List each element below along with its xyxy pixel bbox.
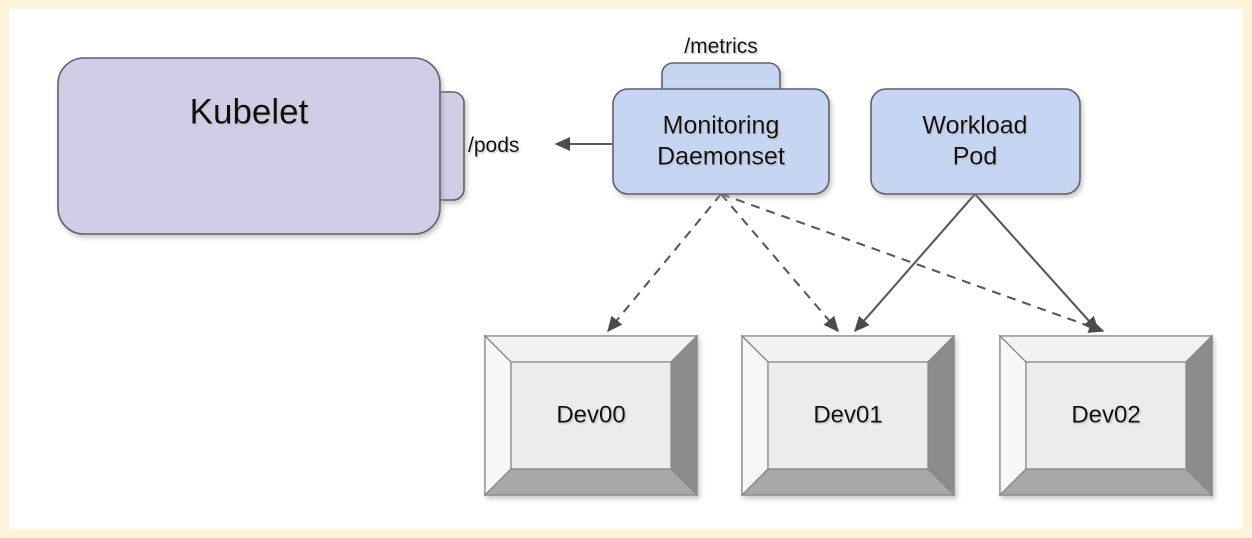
dev00-face — [510, 361, 672, 470]
dev00-bevel-left — [484, 334, 512, 497]
device-dev00[interactable]: Dev00 — [483, 334, 699, 497]
dev02-bevel-left — [999, 334, 1027, 497]
edge-monitoring-to-dev01 — [720, 193, 839, 333]
dev02-face — [1025, 361, 1187, 470]
workload-pod-label-line1: Workload — [922, 112, 1027, 140]
dev01-label: Dev01 — [813, 401, 882, 428]
dev00-label: Dev00 — [556, 401, 625, 428]
monitoring-daemonset-box[interactable] — [612, 88, 830, 195]
kubelet-box[interactable] — [57, 57, 441, 235]
dev01-bevel-left — [741, 334, 769, 497]
monitoring-daemonset-label-line1: Monitoring — [663, 112, 780, 140]
dev02-bevel-right — [1185, 334, 1213, 497]
dev02-bevel-top — [998, 335, 1214, 363]
dev00-bevel-bottom — [483, 468, 699, 496]
workload-pod-box[interactable] — [870, 88, 1081, 195]
dev00-bevel-top — [483, 335, 699, 363]
device-dev02[interactable]: Dev02 — [998, 334, 1214, 497]
monitoring-daemonset-label-line2: Daemonset — [657, 143, 785, 171]
kubelet-label: Kubelet — [190, 92, 309, 131]
node-kubelet[interactable]: Kubelet — [57, 57, 465, 235]
edge-monitoring-to-dev02 — [720, 193, 1105, 333]
dev01-bevel-bottom — [740, 468, 956, 496]
pods-endpoint-label: /pods — [468, 134, 519, 157]
dev01-bevel-right — [927, 334, 955, 497]
node-workload-pod[interactable]: Workload Pod — [870, 88, 1081, 195]
edge-layer — [554, 137, 1105, 333]
dev01-face — [767, 361, 929, 470]
dev01-bevel-top — [740, 335, 956, 363]
node-monitoring-daemonset[interactable]: Monitoring Daemonset — [612, 62, 830, 195]
metrics-endpoint-label: /metrics — [684, 35, 758, 58]
dev02-bevel-bottom — [998, 468, 1214, 496]
device-dev01[interactable]: Dev01 — [740, 334, 956, 497]
dev02-label: Dev02 — [1071, 401, 1140, 428]
workload-pod-label-line2: Pod — [953, 143, 997, 171]
edge-monitoring-to-dev00 — [607, 193, 722, 333]
edge-workload-to-dev02 — [974, 193, 1099, 333]
dev00-bevel-right — [670, 334, 698, 497]
edge-workload-to-dev01 — [854, 193, 976, 333]
